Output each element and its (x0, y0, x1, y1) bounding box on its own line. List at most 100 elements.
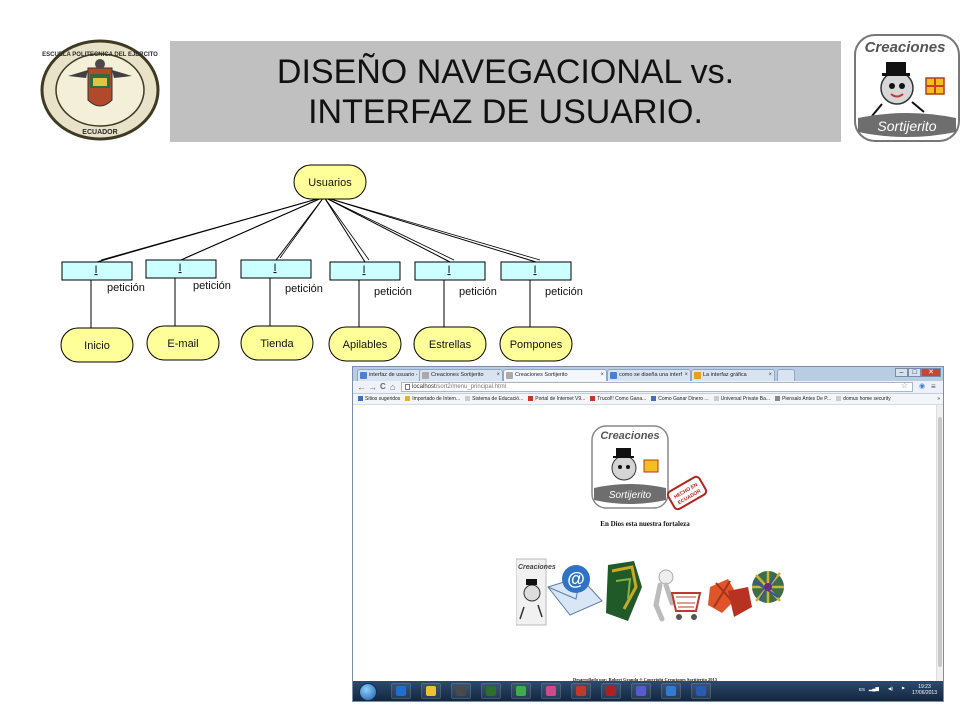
bookmark-item[interactable]: Como Ganar Dinero ... (651, 394, 709, 404)
pdf-icon[interactable] (571, 683, 591, 699)
tray-network-icon[interactable]: ▂▄▆ (868, 686, 879, 691)
tool-icon[interactable] (691, 683, 711, 699)
skype-icon[interactable] (631, 683, 651, 699)
page-motto: En Dios esta nuestra fortaleza (600, 520, 690, 528)
bookmark-icon (405, 396, 411, 401)
bookmark-star-icon[interactable]: ☆ (900, 381, 908, 390)
diagram-edge (323, 196, 541, 261)
extension-icon[interactable]: ◉ (919, 383, 926, 390)
close-tab-icon[interactable]: × (768, 372, 772, 378)
svg-text:ECUADOR: ECUADOR (82, 129, 117, 136)
edge-label: petición (545, 286, 583, 298)
page-icon (506, 372, 513, 379)
index-node-label: I (273, 262, 276, 274)
tray-flag-icon[interactable]: ⚑ (900, 686, 905, 691)
taskbar-clock[interactable]: 19:23 17/06/2013 (912, 684, 937, 696)
reload-button[interactable]: C (380, 382, 386, 391)
windows-start-button[interactable] (359, 683, 377, 701)
bookmark-icon (651, 396, 657, 401)
browser-tab-label: La interfaz gráfica (703, 372, 747, 378)
bookmark-label: domus home security (843, 396, 891, 402)
address-bar[interactable]: localhost/sort2/menu_principal.html ☆ (401, 382, 913, 392)
media-icon[interactable] (451, 683, 471, 699)
slide-title-line-2: INTERFAZ DE USUARIO. (308, 92, 703, 131)
page-logo[interactable]: Creaciones Sortijerito (590, 424, 670, 510)
scrollbar-thumb[interactable] (938, 417, 942, 667)
ie-icon[interactable] (391, 683, 411, 699)
minimize-button[interactable]: – (895, 368, 908, 377)
pom-pom-bows-icon[interactable] (752, 571, 784, 603)
menu-icon[interactable]: ≡ (931, 382, 936, 391)
chrome-green-icon-glyph (516, 686, 526, 696)
chrome-green-icon[interactable] (511, 683, 531, 699)
slide-title-line-1: DISEÑO NAVEGACIONAL vs. (276, 52, 735, 91)
bookmark-icon (775, 396, 781, 401)
maximize-button[interactable]: □ (908, 368, 921, 377)
bookmark-item[interactable]: Universal Private Ba... (713, 394, 770, 404)
clock-date: 17/06/2013 (911, 690, 937, 696)
index-node: I (145, 259, 217, 279)
vertical-scrollbar[interactable] (936, 405, 943, 683)
menu-logo-tile[interactable]: Creaciones (516, 558, 556, 626)
clock-time: 19:23 (918, 684, 931, 690)
leaf-node: Pompones (499, 326, 573, 362)
email-icon[interactable]: @ (547, 565, 603, 616)
folder-icon[interactable] (421, 683, 441, 699)
shopping-cart-icon[interactable] (653, 569, 702, 622)
forward-button[interactable]: → (368, 382, 377, 392)
web-page-viewport: Creaciones Sortijerito HECHO EN ECUADOR … (353, 405, 937, 683)
browser-screenshot: interfaz de usuario - Busc× Creaciones So… (352, 366, 944, 702)
dw-icon[interactable] (481, 683, 501, 699)
bookmark-item[interactable]: Trucol!! Como Gana... (590, 394, 646, 404)
stacked-ribbons-icon[interactable] (606, 561, 642, 621)
root-node-label: Usuarios (308, 177, 352, 189)
word-icon[interactable] (661, 683, 681, 699)
index-node-label: I (178, 262, 181, 274)
browser-tab[interactable]: como se diseña una interf× (607, 369, 691, 381)
bookmark-item[interactable]: Sistema de Educació... (465, 394, 523, 404)
google-icon (360, 372, 367, 379)
edge-label: petición (193, 280, 231, 292)
bookmark-icon (528, 396, 534, 401)
close-window-button[interactable]: ✕ (921, 368, 941, 377)
edge-label: petición (285, 283, 323, 295)
bookmark-item[interactable]: domus home security (836, 394, 891, 404)
diagram-edge (323, 196, 537, 263)
page-icon (405, 384, 410, 390)
bookmark-item[interactable]: Portal de Internet V9... (528, 394, 585, 404)
sortijerito-logo: Creaciones Sortijerito (852, 32, 960, 144)
new-tab-button[interactable] (777, 369, 795, 381)
home-button[interactable]: ⌂ (390, 382, 396, 392)
browser-tab[interactable]: Creaciones Sortijerito × (503, 369, 607, 381)
leaf-node: Apilables (328, 326, 402, 362)
bookmark-icon (358, 396, 363, 401)
tray-volume-icon[interactable]: ◀) (888, 686, 893, 691)
bookmark-icon (465, 396, 471, 401)
bookmark-item[interactable]: Sitios sugeridos (358, 394, 400, 404)
edge-label: petición (459, 286, 497, 298)
bookmark-label: Importado de Intern... (412, 396, 461, 402)
browser-tab[interactable]: La interfaz gráfica × (691, 369, 775, 381)
diagram-edge (323, 196, 451, 263)
close-tab-icon[interactable]: × (600, 372, 604, 378)
bookmarks-overflow-icon[interactable]: » (937, 396, 940, 402)
back-button[interactable]: ← (357, 382, 366, 392)
close-tab-icon[interactable]: × (496, 372, 500, 378)
bookmark-item[interactable]: Piensalo Antes De P... (775, 394, 831, 404)
leaf-node: Inicio (60, 327, 134, 363)
close-tab-icon[interactable]: × (684, 372, 688, 378)
leaf-node: E-mail (146, 325, 220, 361)
browser-toolbar: ← → C ⌂ localhost/sort2/menu_principal.h… (353, 381, 943, 394)
paint-icon[interactable] (541, 683, 561, 699)
tray-language[interactable]: ES (858, 687, 865, 692)
browser-tab-label: Creaciones Sortijerito (515, 372, 568, 378)
star-bows-icon[interactable] (708, 579, 752, 617)
bookmark-item[interactable]: Importado de Intern... (405, 394, 460, 404)
bookmarks-bar: Sitios sugeridos Importado de Intern... Si… (353, 394, 943, 405)
browser-tab[interactable]: interfaz de usuario - Busc× (357, 369, 439, 381)
browser-tab[interactable]: Creaciones Sortijerito× (419, 369, 503, 381)
edge-label: petición (374, 286, 412, 298)
leaf-node-label: E-mail (167, 338, 198, 350)
v9-icon[interactable] (601, 683, 621, 699)
bookmark-label: Portal de Internet V9... (535, 396, 586, 402)
